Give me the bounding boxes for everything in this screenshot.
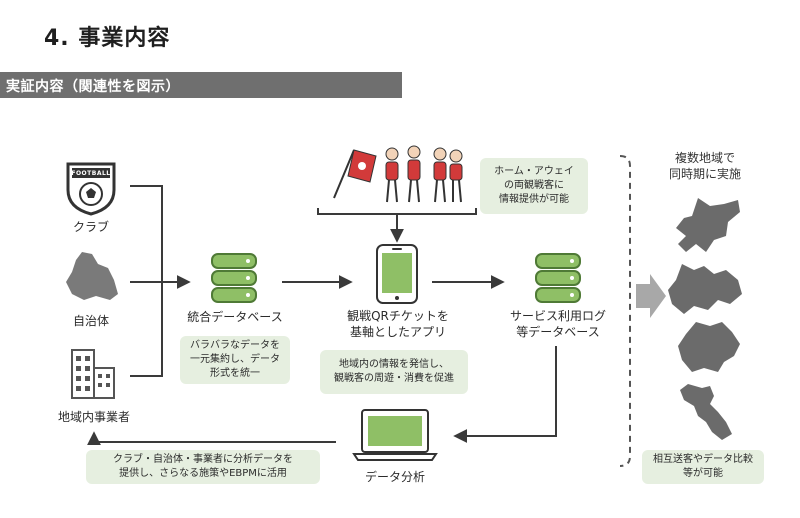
service-database-icon [534,250,582,306]
service-db-label: サービス利用ログ 等データベース [509,309,606,339]
compare-note: 相互送客やデータ比較 等が可能 [642,450,764,484]
regions-header: 複数地域で 同時期に実施 [668,151,741,181]
integrated-db-note: バラバラなデータを 一元集約し、データ 形式を統一 [180,336,290,384]
supporters-illustration [326,140,470,206]
football-badge-text: FOOTBALL [71,170,111,177]
smartphone-icon [374,244,420,304]
arrow-to-analysis [453,346,557,443]
feedback-note: クラブ・自治体・事業者に分析データを 提供し、さらなる施策やEBPMに活用 [86,450,320,484]
section-banner-text: 実証内容（関連性を図示） [6,79,180,95]
regions-dashed-bracket [619,155,631,467]
club-label: クラブ [72,220,109,234]
region-map-hokkaido-icon [668,196,744,258]
region-map-4-icon [676,382,736,444]
prefecture-map-icon [62,250,120,304]
integrated-database-icon [210,250,258,306]
municipality-label: 自治体 [72,314,109,328]
qr-app-note: 地域内の情報を発信し、 観戦客の周遊・消費を促進 [320,350,468,394]
fans-bracket [317,208,477,215]
analysis-label: データ分析 [364,470,425,484]
page-title: 4. 事業内容 [44,26,171,51]
home-away-note: ホーム・アウェイ の両観戦客に 情報提供が可能 [480,158,588,214]
qr-app-label: 観戦QRチケットを 基軸としたアプリ [347,309,449,339]
region-map-2-icon [664,262,746,318]
buildings-icon [66,348,122,400]
section-banner: 実証内容（関連性を図示） [0,72,402,98]
business-label: 地域内事業者 [57,410,130,424]
region-map-3-icon [674,320,744,374]
regions-arrow [636,274,666,318]
integrated-db-label: 統合データベース [187,310,283,324]
football-badge-icon [64,160,118,216]
arrow-feedback [87,431,336,446]
laptop-icon [352,408,438,462]
